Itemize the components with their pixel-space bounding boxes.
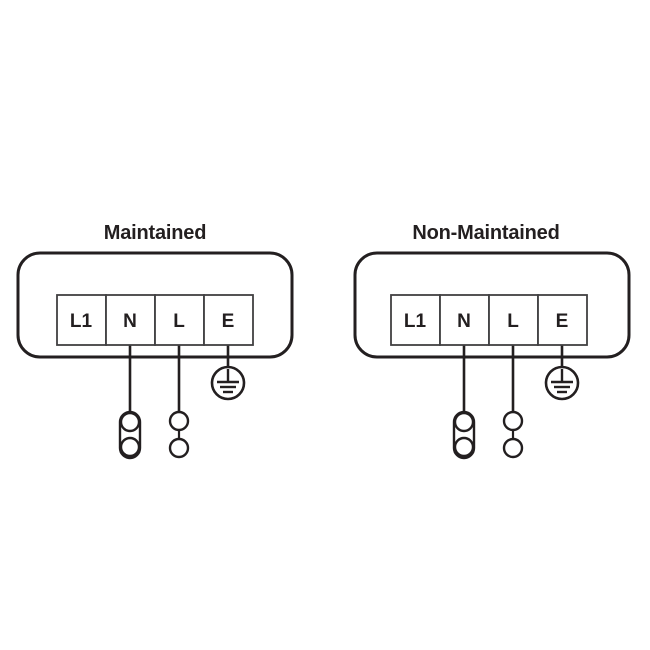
drop-wires-non-maintained	[462, 345, 564, 412]
terminal-label-e: E	[556, 311, 569, 332]
terminal-cell-e[interactable]	[203, 294, 254, 346]
cable-connector-icon-live-non-maintained	[502, 410, 524, 459]
terminal-cell-n[interactable]	[105, 294, 156, 346]
cable-connector-icon-live-maintained	[168, 410, 190, 459]
terminal-label-l1: L1	[70, 311, 93, 332]
diagram-title-non-maintained: Non-Maintained	[412, 222, 559, 244]
terminal-cell-l[interactable]	[488, 294, 539, 346]
terminal-label-e: E	[222, 311, 235, 332]
terminal-cell-e[interactable]	[537, 294, 588, 346]
terminal-label-n: N	[123, 311, 137, 332]
terminal-label-l: L	[507, 311, 519, 332]
terminal-label-n: N	[457, 311, 471, 332]
terminal-label-l1: L1	[404, 311, 427, 332]
terminal-cell-l1[interactable]	[390, 294, 441, 346]
terminal-cell-l[interactable]	[154, 294, 205, 346]
terminal-block-non-maintained: L1 N L E	[390, 294, 588, 346]
diagram-title-maintained: Maintained	[104, 222, 206, 244]
cable-connector-icon-neutral-non-maintained	[452, 410, 476, 460]
cable-connector-icon-neutral-maintained	[118, 410, 142, 460]
diagram-non-maintained: Non-Maintained	[353, 222, 631, 460]
terminal-block-maintained: L1 N L E	[56, 294, 254, 346]
diagram-maintained: Maintained L1 N L E	[16, 222, 294, 460]
earth-ground-icon-non-maintained	[544, 365, 580, 401]
terminal-label-l: L	[173, 311, 185, 332]
drop-wires-maintained	[128, 345, 230, 412]
earth-ground-icon-maintained	[210, 365, 246, 401]
terminal-cell-l1[interactable]	[56, 294, 107, 346]
